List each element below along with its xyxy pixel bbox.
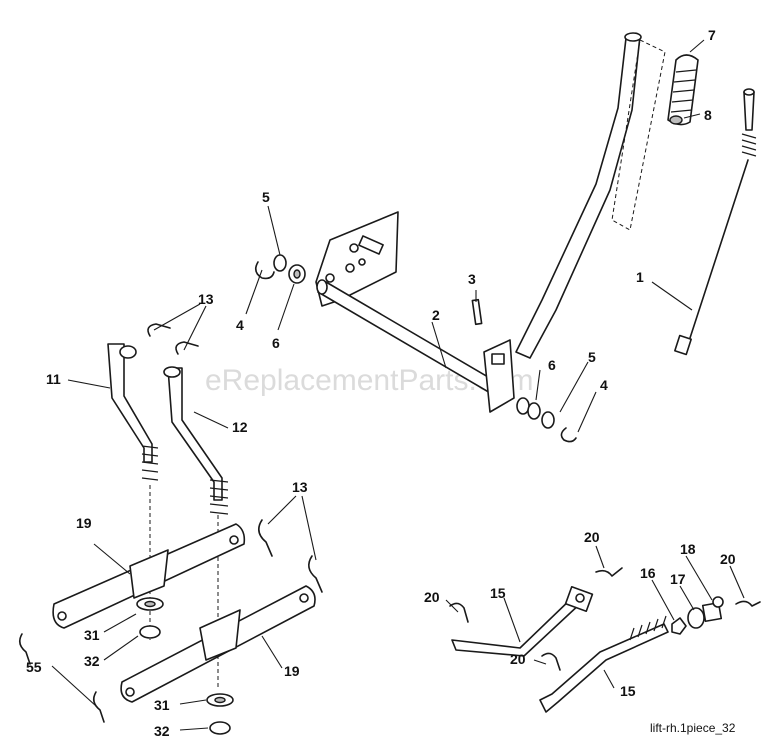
- bushing-31-lower: [206, 693, 234, 707]
- callout-17: 17: [670, 571, 686, 587]
- leader-lines: [51, 39, 745, 731]
- callout-5-right: 5: [588, 349, 596, 365]
- plug-8: [669, 115, 683, 125]
- bushing-6-left: [288, 264, 306, 284]
- callout-4-left: 4: [236, 317, 244, 333]
- shaft-arm-bracket: [483, 339, 515, 413]
- callout-20-a: 20: [584, 529, 600, 545]
- callout-18: 18: [680, 541, 696, 557]
- callout-31-lower: 31: [154, 697, 170, 713]
- lift-arm-19-upper: [52, 523, 246, 629]
- callout-31-upper: 31: [84, 627, 100, 643]
- hairpin-clip-13-mid-b: [308, 555, 323, 593]
- callout-4-right: 4: [600, 377, 608, 393]
- callout-32-lower: 32: [154, 723, 170, 739]
- callout-13-mid: 13: [292, 479, 308, 495]
- callout-55: 55: [26, 659, 42, 675]
- callout-5-left: 5: [262, 189, 270, 205]
- callout-2: 2: [432, 307, 440, 323]
- washer-5-right: [541, 411, 555, 429]
- trunnion-block-18: [701, 596, 724, 623]
- lift-link-11: [107, 343, 159, 481]
- hairpin-clip-55-left: [18, 633, 31, 665]
- washer-5-left: [273, 254, 287, 272]
- adjust-rod-15-lower: [539, 615, 669, 713]
- callout-15-upper: 15: [490, 585, 506, 601]
- adjust-rod-15-upper: [451, 585, 594, 657]
- callout-1: 1: [636, 269, 644, 285]
- hairpin-clip-20-c: [541, 652, 561, 671]
- callout-7: 7: [708, 27, 716, 43]
- callout-3: 3: [468, 271, 476, 287]
- callout-20-d: 20: [720, 551, 736, 567]
- bushing-6-right: [516, 397, 541, 420]
- nut-16: [671, 617, 687, 635]
- callout-6-right: 6: [548, 357, 556, 373]
- bushing-32-lower: [209, 721, 231, 735]
- clip-4-right: [560, 427, 577, 443]
- hairpin-clip-13-mid-a: [258, 519, 273, 557]
- pivot-bracket: [315, 211, 399, 307]
- lift-arm-19-lower: [120, 585, 316, 703]
- callout-8: 8: [704, 107, 712, 123]
- callout-15-lower: 15: [620, 683, 636, 699]
- grip-guide: [611, 39, 666, 231]
- clip-4-left: [254, 261, 275, 280]
- hairpin-clip-20-a: [595, 567, 623, 577]
- callout-32-upper: 32: [84, 653, 100, 669]
- hairpin-clip-55-right: [92, 691, 105, 723]
- lift-rod-1: [674, 88, 757, 356]
- callout-20-b: 20: [424, 589, 440, 605]
- lift-link-12: [163, 366, 229, 515]
- callout-6-left: 6: [272, 335, 280, 351]
- callout-20-c: 20: [510, 651, 526, 667]
- bushing-31-upper: [136, 597, 164, 611]
- callout-12: 12: [232, 419, 248, 435]
- lift-handle: [515, 32, 642, 359]
- handle-grip-7: [667, 54, 699, 126]
- pin-3: [471, 298, 483, 326]
- swivel-17: [687, 607, 705, 629]
- callout-16: 16: [640, 565, 656, 581]
- bushing-32-upper: [139, 625, 161, 639]
- callout-19-lower: 19: [284, 663, 300, 679]
- callout-13-top: 13: [198, 291, 214, 307]
- figure-code: lift-rh.1piece_32: [650, 721, 736, 735]
- hairpin-clip-13-top: [147, 323, 199, 355]
- hairpin-clip-20-d: [735, 600, 761, 607]
- callout-19-upper: 19: [76, 515, 92, 531]
- callout-labels: 7 8 1 2 3 5 4 6 6 5 4 13 11 12 13 19 19 …: [26, 27, 736, 739]
- callout-11: 11: [46, 371, 61, 387]
